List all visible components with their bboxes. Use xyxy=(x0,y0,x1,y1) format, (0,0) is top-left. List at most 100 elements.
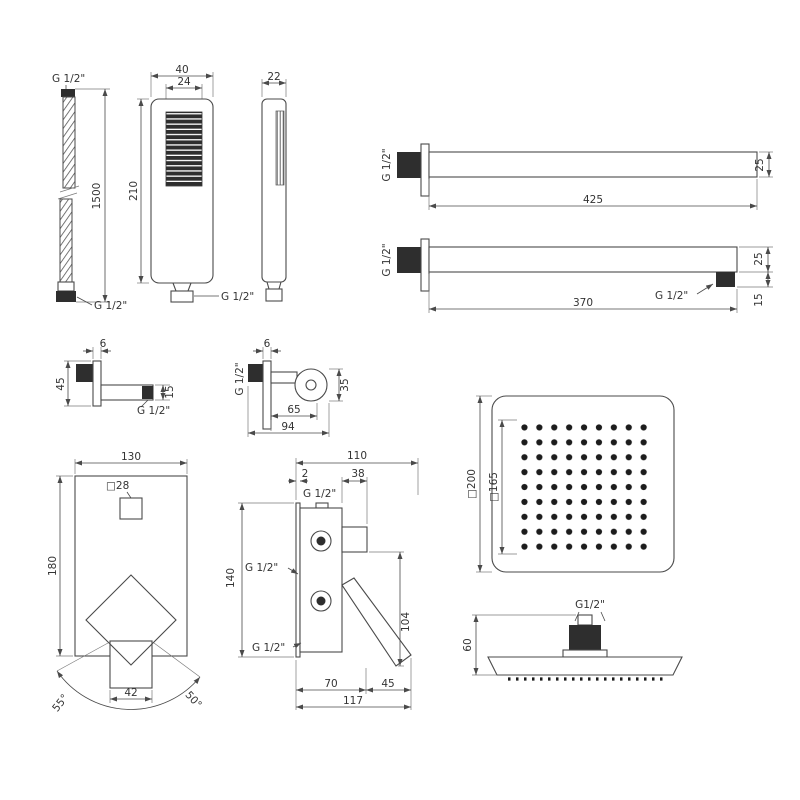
arm-end-connector xyxy=(716,272,735,287)
hand-shower-side-view: 22 xyxy=(261,71,287,302)
mixer-front-width-dimension: 130 xyxy=(74,451,188,474)
shower-arm-425: G 1/2" 425 25 xyxy=(381,143,773,210)
hand-shower-front-view: 40 24 210 G 1/2" xyxy=(128,64,254,303)
hand-front-height-label: 210 xyxy=(128,181,140,201)
hand-front-width-dimension: 40 xyxy=(150,64,214,97)
holder-thickness-label: 6 xyxy=(264,338,271,350)
elbow-thickness-label: 6 xyxy=(100,338,107,350)
holder-total-label: 94 xyxy=(281,421,295,433)
head-side-shape xyxy=(487,614,683,681)
arm-long-length-label: 425 xyxy=(583,194,603,206)
elbow-height-dimension: 45 xyxy=(55,360,91,407)
hose-length-label: 1500 xyxy=(91,183,103,210)
arm-short-thread-label: G 1/2" xyxy=(381,243,393,276)
hose-thread-bottom-leader xyxy=(76,296,93,306)
arm-short-length-label: 370 xyxy=(573,297,593,309)
mixer-thread-top-label: G 1/2" xyxy=(303,488,336,500)
mixer-lever xyxy=(341,577,412,667)
holder-depth-label: 65 xyxy=(287,404,300,416)
mixer-front-view: 130 □28 180 42 55° 50° xyxy=(47,451,204,714)
arm-short-drop-dimension: 15 xyxy=(737,272,773,307)
elbow-thread-label: G 1/2" xyxy=(137,405,170,417)
hose-shape xyxy=(56,85,80,302)
arm-short-height-label: 25 xyxy=(753,252,765,265)
head-side-height-label: 60 xyxy=(462,638,474,651)
arm-end-thread-leader xyxy=(696,283,714,295)
holder-shape xyxy=(248,360,328,430)
mixer-side-depth-label: 110 xyxy=(347,450,367,462)
hand-front-thread-label: G 1/2" xyxy=(221,291,254,303)
mixer-thread-bottom-leader xyxy=(292,642,302,649)
arm-end-thread-label: G 1/2" xyxy=(655,290,688,302)
nozzle-grid xyxy=(517,420,651,554)
mixer-side-depth-dimension: 110 xyxy=(295,450,419,500)
mixer-thread-mid-label: G 1/2" xyxy=(245,562,278,574)
hose-thread-top-label: G 1/2" xyxy=(52,73,85,85)
elbow-height-label: 45 xyxy=(55,377,67,390)
mixer-handle-height-label: 104 xyxy=(400,612,412,632)
arm-short-drop-label: 15 xyxy=(753,293,765,306)
holder-height-label: 35 xyxy=(339,378,351,391)
mixer-side-view: 110 2 38 G 1/2" G 1/2" xyxy=(225,450,419,710)
arm-short-shape xyxy=(397,238,738,292)
mixer-side-plate-label: 2 xyxy=(302,468,309,480)
mixer-side-box-label: 38 xyxy=(351,468,364,480)
wall-outlet-holder-drawing: 6 G 1/2" 35 65 94 xyxy=(234,338,351,437)
arm-long-thread-label: G 1/2" xyxy=(381,148,393,181)
mixer-front-shape xyxy=(56,475,201,710)
mixer-side-height-dimension: 140 xyxy=(225,502,294,658)
head-outer-label: □200 xyxy=(466,469,478,499)
rain-head-side-view: G1/2" 60 xyxy=(462,599,683,681)
mixer-front-height-label: 180 xyxy=(47,556,59,576)
elbow-thickness-dimension: 6 xyxy=(83,338,111,359)
head-thread-leader-right xyxy=(600,611,606,622)
mixer-body-width-label: 70 xyxy=(324,678,337,690)
arm-short-length-dimension: 370 xyxy=(428,274,738,313)
hand-side-shape xyxy=(261,98,287,302)
hand-front-height-dimension: 210 xyxy=(128,98,149,284)
mixer-thread-mid-leader xyxy=(287,567,299,575)
diverter-button xyxy=(119,497,143,520)
hose-thread-bottom-label: G 1/2" xyxy=(94,300,127,312)
head-inner-label: □165 xyxy=(488,472,500,502)
hand-side-depth-label: 22 xyxy=(267,71,280,83)
hand-front-face-dimension: 24 xyxy=(165,76,203,110)
hose-drawing: G 1/2" 1500 G 1/2" xyxy=(52,73,127,312)
elbow-thread-leader xyxy=(140,399,149,408)
mixer-front-spout-dimension: 42 xyxy=(109,687,153,703)
arm-long-height-label: 25 xyxy=(754,158,766,171)
mixer-side-height-label: 140 xyxy=(225,568,237,588)
head-side-height-dimension: 60 xyxy=(462,614,576,676)
handle-rotation-arc xyxy=(56,670,201,710)
mixer-thread-bottom-label: G 1/2" xyxy=(252,642,285,654)
holder-total-dimension: 94 xyxy=(247,386,330,437)
mixer-side-plate-dimension: 2 xyxy=(288,468,309,484)
mixer-side-box-dimension: 38 xyxy=(341,468,368,524)
hand-front-shape xyxy=(150,98,214,303)
head-thread-leader-left xyxy=(574,611,580,622)
elbow-outlet-dimension: 15 xyxy=(155,384,176,401)
hose-length-dimension: 1500 xyxy=(75,88,110,303)
head-outer-dimension: □200 xyxy=(466,395,492,573)
mixer-lever-width-label: 45 xyxy=(381,678,394,690)
spray-face xyxy=(165,111,203,187)
elbow-shape xyxy=(76,360,154,407)
holder-depth-dimension: 65 xyxy=(270,403,318,431)
arm-long-shape xyxy=(397,143,758,197)
holder-thread-label: G 1/2" xyxy=(234,362,246,395)
hand-front-width-label: 40 xyxy=(175,64,188,76)
button-size-label: □28 xyxy=(106,480,129,492)
elbow-outlet-label: 15 xyxy=(164,385,176,398)
button-size-leader xyxy=(126,491,132,499)
arm-long-length-dimension: 425 xyxy=(428,179,758,210)
head-inner-dimension: □165 xyxy=(488,419,517,555)
hand-side-depth-dimension: 22 xyxy=(261,71,287,97)
mixer-front-spout-label: 42 xyxy=(124,687,137,699)
mixer-front-width-label: 130 xyxy=(121,451,141,463)
wall-elbow-drawing: 6 45 15 G 1/2" xyxy=(55,338,176,417)
arm-long-height-dimension: 25 xyxy=(754,151,773,178)
mixer-bottom-dimensions: 70 45 117 xyxy=(295,658,412,710)
holder-height-dimension: 35 xyxy=(329,368,351,402)
